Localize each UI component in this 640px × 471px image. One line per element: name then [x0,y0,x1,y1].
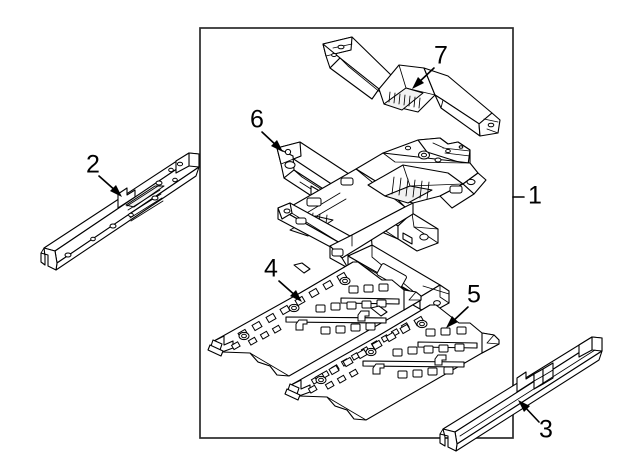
callout-label-3: 3 [539,416,553,444]
callout-label-7: 7 [434,42,448,70]
part-4-left-front-floor-panel [207,261,422,377]
part-3-right-side-sill-reinforcement [439,336,603,452]
callout-label-6: 6 [250,106,264,134]
callout-7-leader [412,67,435,89]
callout-label-4: 4 [264,255,278,283]
callout-6-leader [261,131,283,152]
callout-3-leader [518,400,540,423]
callout-label-5: 5 [467,281,481,309]
assembly-group-boundary [199,27,514,439]
part-7-front-floor-cross-member [322,36,501,137]
part-5-right-front-floor-panel [284,304,500,421]
callout-4-leader [278,280,302,302]
callout-5-leader [446,306,469,328]
callout-2-leader [98,175,122,197]
callout-label-1: 1 [528,182,542,210]
part-2-left-side-sill-reinforcement [40,152,200,271]
callout-label-2: 2 [86,151,100,179]
